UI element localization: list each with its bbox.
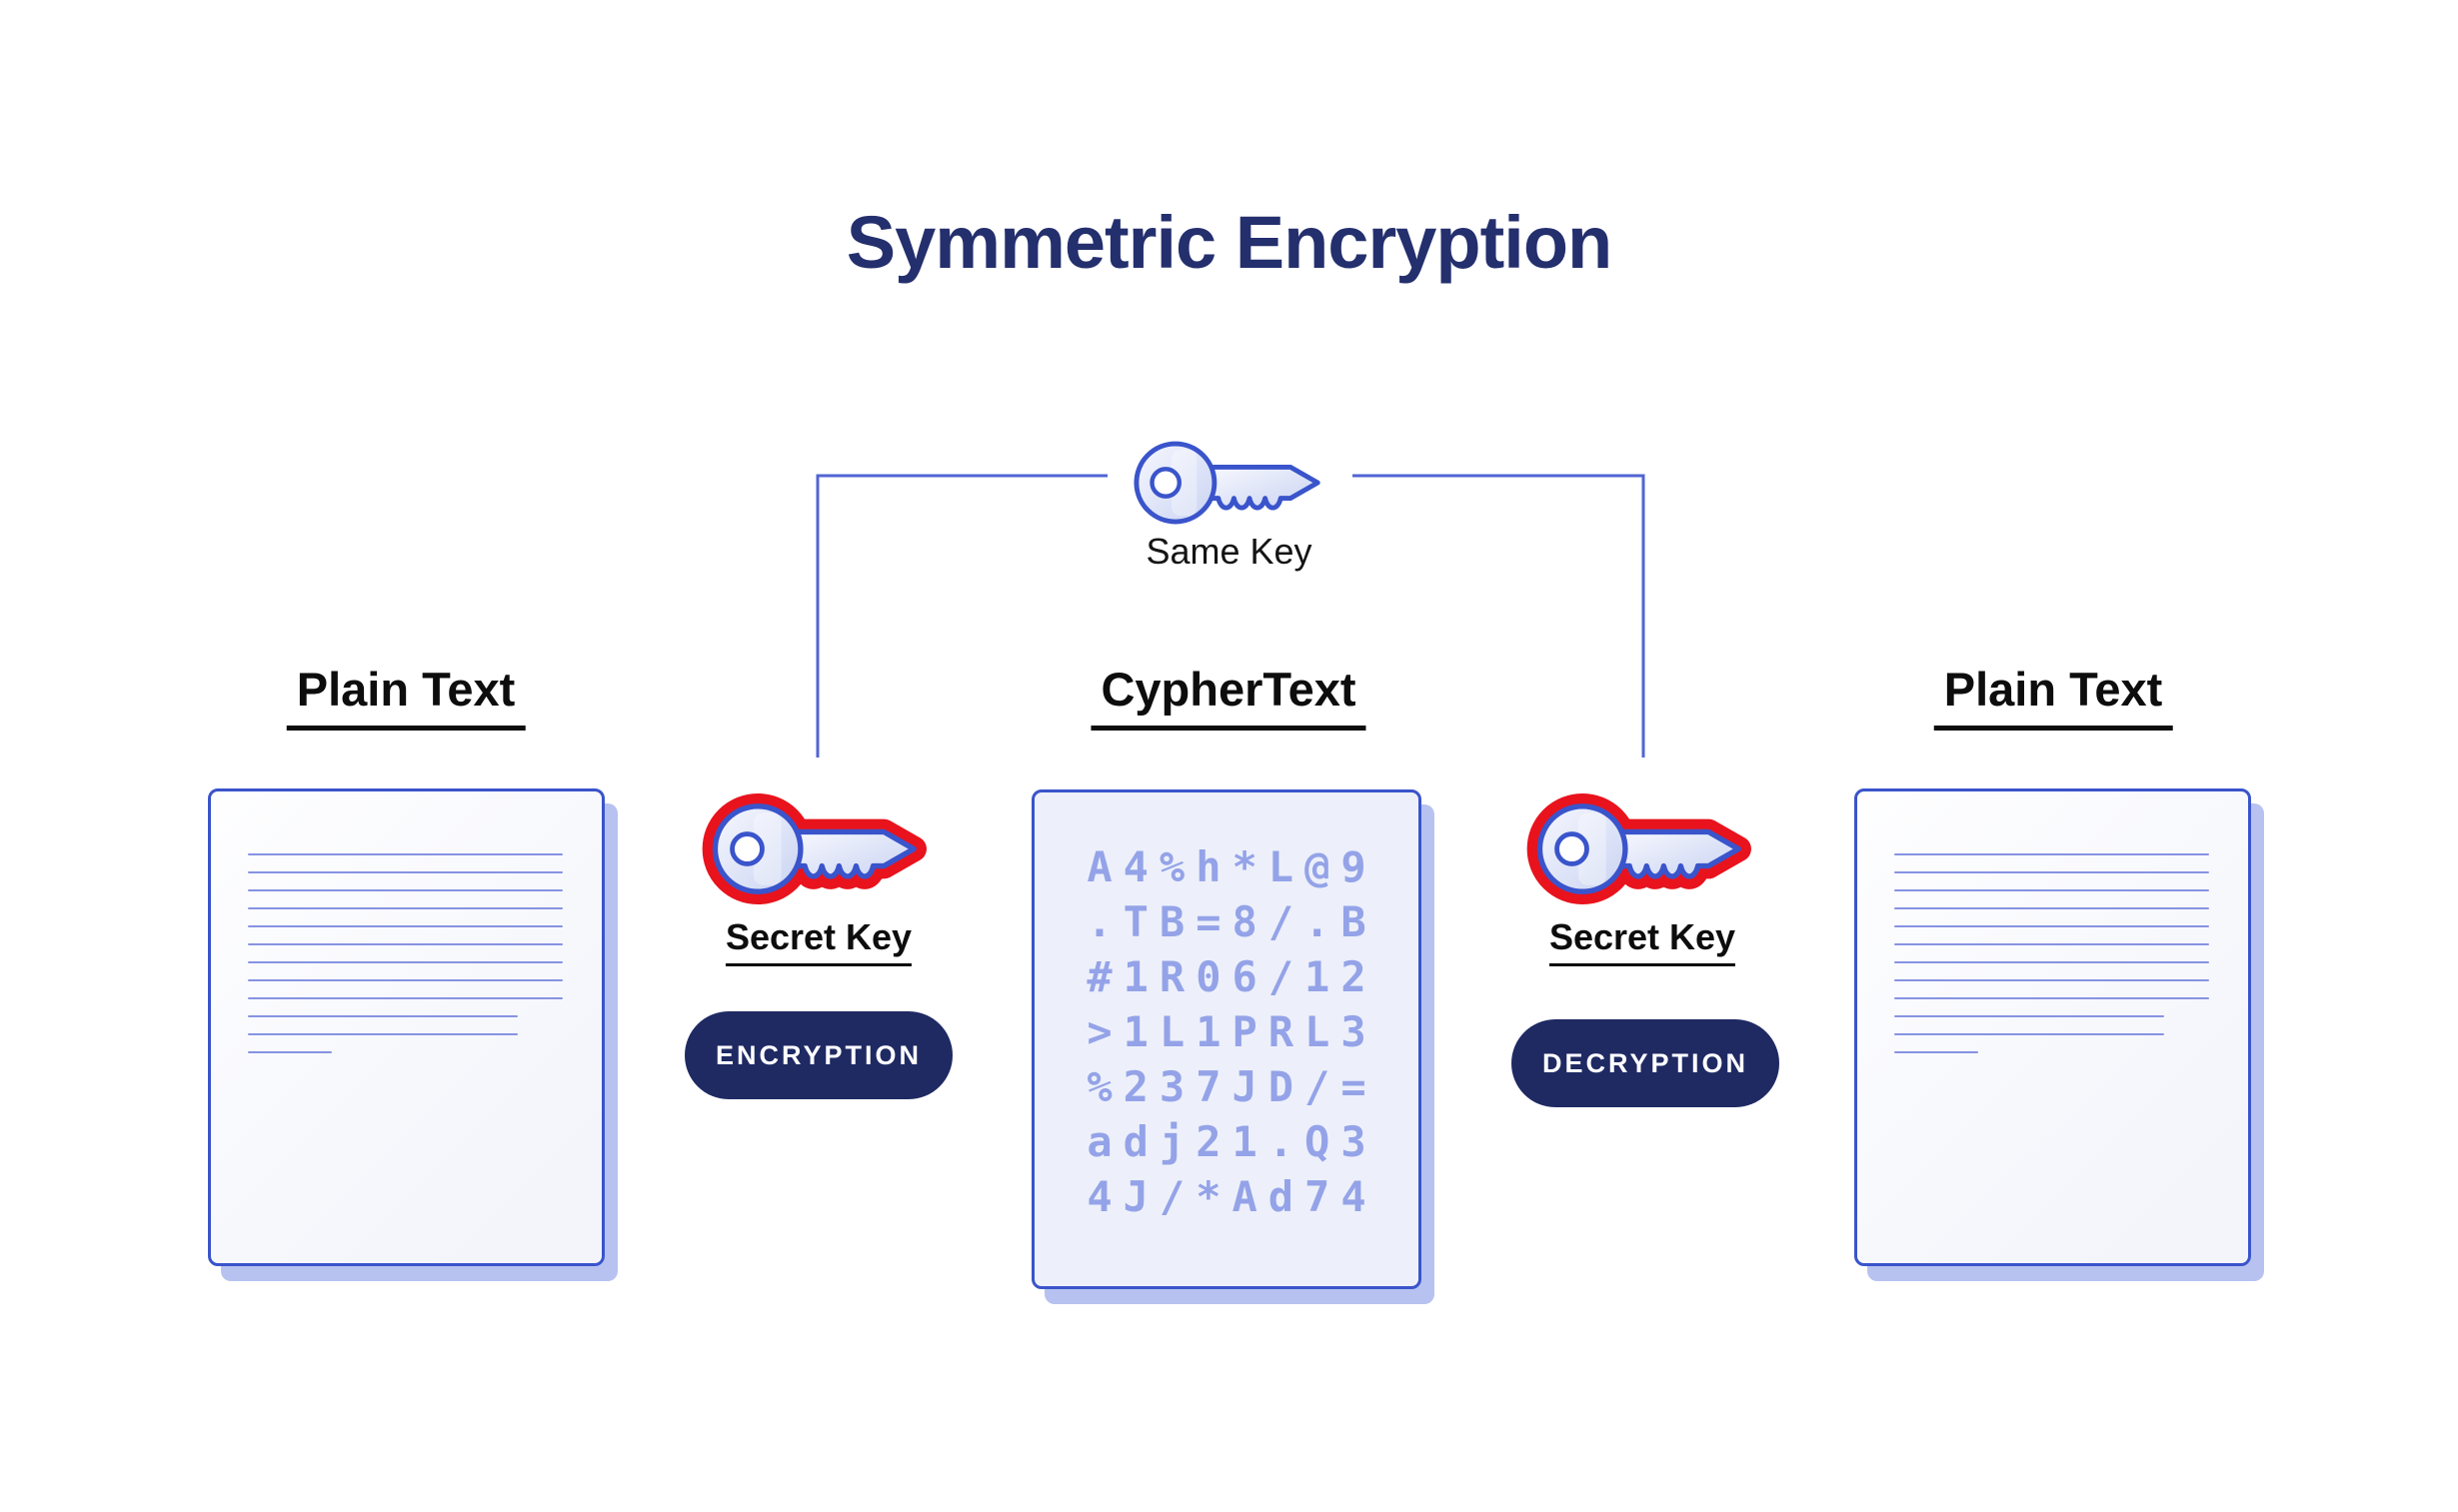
ruled-line <box>1894 979 2209 981</box>
heading-plain-text-right: Plain Text <box>1933 662 2173 731</box>
ruled-line <box>248 925 563 927</box>
ruled-line <box>248 889 563 891</box>
ruled-line <box>248 961 563 963</box>
cipher-line: adj21.Q3 <box>1087 1117 1377 1166</box>
cipher-text-document: A4%h*L@9 .TB=8/.B #1R06/12 >1L1PRL3 %237… <box>1032 789 1421 1289</box>
cipher-line: A4%h*L@9 <box>1087 842 1377 891</box>
page-title: Symmetric Encryption <box>846 201 1612 284</box>
heading-cyphertext: CypherText <box>1091 662 1366 731</box>
cipher-text: A4%h*L@9 .TB=8/.B #1R06/12 >1L1PRL3 %237… <box>1035 839 1418 1224</box>
key-icon <box>1134 441 1320 525</box>
ruled-line <box>1894 853 2209 855</box>
ruled-line <box>1894 1051 1978 1053</box>
ruled-line <box>1894 1033 2164 1035</box>
ruled-line <box>248 997 563 999</box>
ruled-line <box>1894 961 2209 963</box>
plain-text-document-right <box>1854 788 2251 1266</box>
text-lines <box>1894 853 2209 1069</box>
cipher-line: >1L1PRL3 <box>1087 1007 1377 1056</box>
ruled-line <box>248 853 563 855</box>
encryption-button: ENCRYPTION <box>685 1011 953 1099</box>
plain-text-document-left <box>208 788 605 1266</box>
ruled-line <box>248 1051 332 1053</box>
ruled-line <box>248 1033 518 1035</box>
ruled-line <box>248 979 563 981</box>
ruled-line <box>248 907 563 909</box>
secret-key-icon-right <box>1526 792 1751 905</box>
heading-plain-text-left: Plain Text <box>286 662 526 731</box>
ruled-line <box>248 943 563 945</box>
secret-key-label-left: Secret Key <box>725 916 913 966</box>
ruled-line <box>1894 925 2209 927</box>
ruled-line <box>1894 943 2209 945</box>
ruled-line <box>1894 1015 2164 1017</box>
cipher-line: #1R06/12 <box>1087 952 1377 1001</box>
cipher-line: 4J/*Ad74 <box>1087 1172 1377 1221</box>
same-key-label: Same Key <box>1146 531 1312 572</box>
decryption-button: DECRYPTION <box>1511 1019 1779 1107</box>
cipher-line: .TB=8/.B <box>1087 897 1377 946</box>
secret-key-icon-left <box>702 792 927 905</box>
ruled-line <box>248 871 563 873</box>
ruled-line <box>1894 997 2209 999</box>
ruled-line <box>248 1015 518 1017</box>
ruled-line <box>1894 889 2209 891</box>
ruled-line <box>1894 907 2209 909</box>
cipher-line: %237JD/= <box>1087 1062 1377 1111</box>
text-lines <box>248 853 563 1069</box>
ruled-line <box>1894 871 2209 873</box>
secret-key-label-right: Secret Key <box>1548 916 1736 966</box>
